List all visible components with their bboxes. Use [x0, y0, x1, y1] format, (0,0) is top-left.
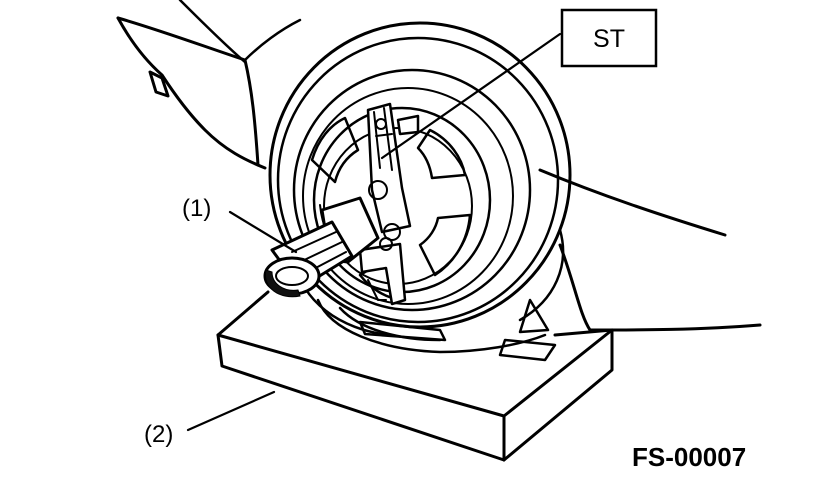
special-tool	[358, 102, 420, 306]
st-label: ST	[593, 25, 625, 53]
callout-1-label: (1)	[182, 195, 211, 222]
wrench-handle	[263, 196, 380, 298]
wooden-block	[216, 290, 614, 462]
callout-1-leader-line	[228, 210, 298, 254]
callout-2-label: (2)	[144, 421, 173, 448]
figure-code: FS-00007	[632, 442, 746, 472]
st-leader-line	[380, 32, 562, 160]
leader-lines	[186, 32, 562, 432]
car-body	[116, 0, 762, 332]
callout-2-leader-line	[186, 390, 276, 432]
st-label-box: ST	[560, 8, 658, 68]
wheel-shadow	[316, 298, 557, 362]
tire	[268, 21, 572, 337]
